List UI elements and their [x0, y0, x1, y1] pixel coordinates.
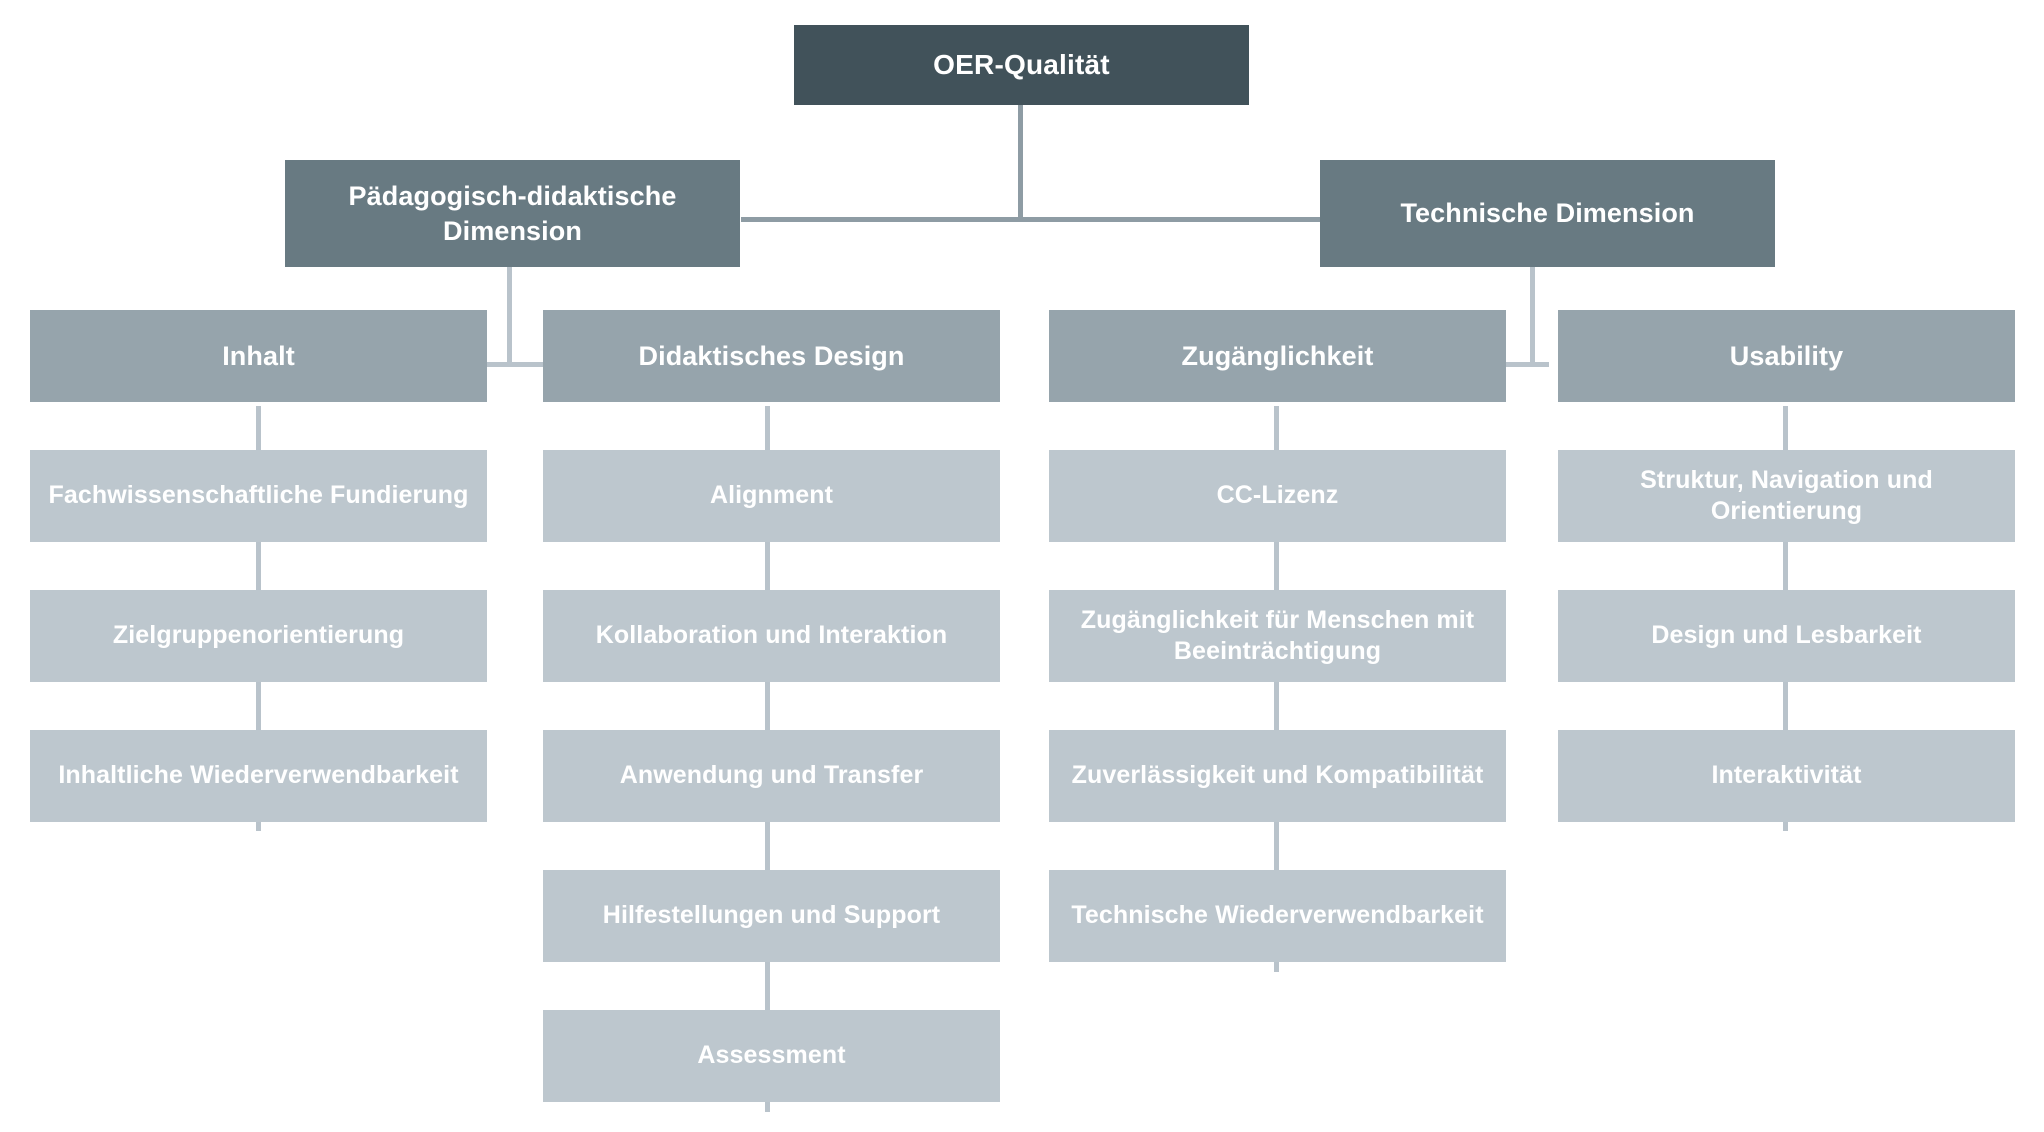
node-label: Usability — [1729, 340, 1844, 371]
node-criterion-fachwissenschaftliche-fundierung[interactable]: Fachwissenschaftliche Fundierung — [30, 450, 487, 542]
node-category-zugaenglichkeit[interactable]: Zugänglichkeit — [1049, 310, 1506, 402]
node-criterion-zugaenglichkeit-fuer-menschen-mit-beeintraechtigung[interactable]: Zugänglichkeit für Menschen mit Beeinträ… — [1049, 590, 1506, 682]
connector-col3-spine — [1274, 406, 1279, 972]
node-criterion-cc-lizenz[interactable]: CC-Lizenz — [1049, 450, 1506, 542]
node-label: Pädagogisch-didaktische Dimension — [348, 181, 677, 246]
connector-root-stem — [1018, 104, 1023, 220]
node-criterion-zuverlaessigkeit-und-kompatibilitaet[interactable]: Zuverlässigkeit und Kompatibilität — [1049, 730, 1506, 822]
connector-dim2-bus — [1493, 362, 1549, 367]
node-criterion-struktur-navigation-und-orientierung[interactable]: Struktur, Navigation und Orientierung — [1558, 450, 2015, 542]
node-label: Zielgruppenorientierung — [112, 621, 405, 650]
node-root-oer-qualitaet[interactable]: OER-Qualität — [794, 25, 1249, 105]
node-label: Didaktisches Design — [638, 340, 905, 371]
connector-dimension-bus — [741, 217, 1320, 222]
node-label: Anwendung und Transfer — [619, 761, 924, 790]
node-category-inhalt[interactable]: Inhalt — [30, 310, 487, 402]
node-label: OER-Qualität — [933, 49, 1110, 81]
node-criterion-anwendung-und-transfer[interactable]: Anwendung und Transfer — [543, 730, 1000, 822]
node-label: Inhalt — [222, 340, 295, 371]
connector-dim2-stem — [1530, 267, 1535, 365]
node-label: Inhaltliche Wiederverwendbarkeit — [58, 761, 459, 790]
node-criterion-alignment[interactable]: Alignment — [543, 450, 1000, 542]
node-label: Interaktivität — [1711, 761, 1862, 790]
node-criterion-technische-wiederverwendbarkeit[interactable]: Technische Wiederverwendbarkeit — [1049, 870, 1506, 962]
node-label: Technische Dimension — [1400, 198, 1695, 229]
node-criterion-hilfestellungen-und-support[interactable]: Hilfestellungen und Support — [543, 870, 1000, 962]
node-criterion-assessment[interactable]: Assessment — [543, 1010, 1000, 1102]
node-label: CC-Lizenz — [1216, 481, 1339, 510]
node-label: Hilfestellungen und Support — [602, 901, 941, 930]
node-label: Zugänglichkeit — [1181, 340, 1374, 371]
node-criterion-kollaboration-und-interaktion[interactable]: Kollaboration und Interaktion — [543, 590, 1000, 682]
node-label: Assessment — [697, 1041, 846, 1070]
node-label: Design und Lesbarkeit — [1651, 621, 1922, 650]
node-dimension-technische[interactable]: Technische Dimension — [1320, 160, 1775, 267]
connector-dim1-bus — [487, 362, 543, 367]
node-criterion-zielgruppenorientierung[interactable]: Zielgruppenorientierung — [30, 590, 487, 682]
node-label: Alignment — [709, 481, 834, 510]
node-label: Kollaboration und Interaktion — [595, 621, 948, 650]
node-category-didaktisches-design[interactable]: Didaktisches Design — [543, 310, 1000, 402]
node-criterion-inhaltliche-wiederverwendbarkeit[interactable]: Inhaltliche Wiederverwendbarkeit — [30, 730, 487, 822]
node-criterion-interaktivitaet[interactable]: Interaktivität — [1558, 730, 2015, 822]
node-label: Technische Wiederverwendbarkeit — [1071, 901, 1484, 930]
connector-dim1-stem — [507, 267, 512, 365]
node-category-usability[interactable]: Usability — [1558, 310, 2015, 402]
node-label: Zugänglichkeit für Menschen mit Beeinträ… — [1080, 605, 1475, 666]
node-label: Zuverlässigkeit und Kompatibilität — [1071, 761, 1484, 790]
node-criterion-design-und-lesbarkeit[interactable]: Design und Lesbarkeit — [1558, 590, 2015, 682]
node-label: Struktur, Navigation und Orientierung — [1640, 465, 1933, 526]
node-label: Fachwissenschaftliche Fundierung — [48, 481, 469, 510]
node-dimension-paedagogisch-didaktische[interactable]: Pädagogisch-didaktische Dimension — [285, 160, 740, 267]
